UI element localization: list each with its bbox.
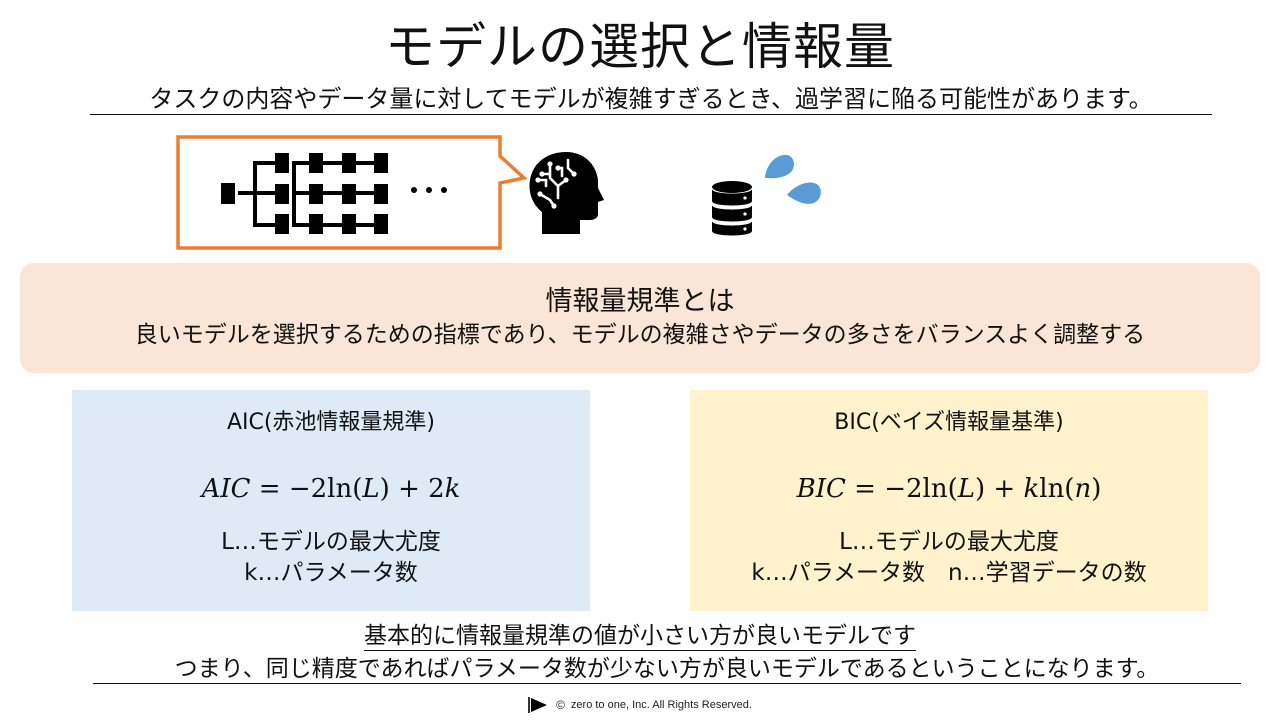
aic-formula-k: k bbox=[444, 474, 461, 504]
footer: © zero to one, Inc. All Rights Reserved. bbox=[0, 695, 1280, 715]
bic-formula-lhs: BIC bbox=[796, 474, 846, 504]
bic-formula-end: ) bbox=[1091, 474, 1102, 504]
criterion-definition-box: 情報量規準とは 良いモデルを選択するための指標であり、モデルの複雑さやデータの多… bbox=[20, 263, 1260, 373]
aic-box: AIC(赤池情報量規準) AIC = −2ln(L) + 2k L…モデルの最大… bbox=[72, 390, 590, 611]
slide-subtitle: タスクの内容やデータ量に対してモデルが複雑すぎるとき、過学習に陥る可能性がありま… bbox=[90, 84, 1212, 115]
bic-variable-L: L…モデルの最大尤度 bbox=[839, 529, 1059, 555]
bic-box: BIC(ベイズ情報量基準) BIC = −2ln(L) + kln(n) L…モ… bbox=[690, 390, 1208, 611]
aic-formula: AIC = −2ln(L) + 2k bbox=[72, 472, 590, 506]
aic-formula-mid: ) + 2 bbox=[379, 474, 445, 504]
bic-formula-L: L bbox=[957, 474, 976, 504]
company-logo-icon bbox=[528, 697, 548, 713]
speech-bubble bbox=[176, 135, 528, 250]
bic-variable-k-n: k…パラメータ数 n…学習データの数 bbox=[751, 560, 1147, 586]
neural-network-icon bbox=[221, 153, 388, 234]
bic-formula-k: k bbox=[1023, 474, 1040, 504]
database-icon bbox=[712, 181, 752, 236]
copyright-text: zero to one, Inc. All Rights Reserved. bbox=[570, 699, 752, 711]
bic-formula-ln: ln( bbox=[1039, 474, 1075, 504]
ai-head-icon bbox=[529, 152, 604, 234]
ellipsis-icon bbox=[411, 187, 447, 193]
criterion-description: 良いモデルを選択するための指標であり、モデルの複雑さやデータの多さをバランスよく… bbox=[134, 322, 1146, 348]
conclusion-line-1-wrap: 基本的に情報量規準の値が小さい方が良いモデルです bbox=[0, 622, 1280, 651]
aic-formula-lhs: AIC bbox=[201, 474, 251, 504]
aic-name: AIC(赤池情報量規準) bbox=[226, 410, 436, 435]
bic-formula-n: n bbox=[1074, 474, 1092, 504]
slide-title: モデルの選択と情報量 bbox=[385, 18, 895, 76]
bic-formula-eq: = −2ln( bbox=[845, 474, 958, 504]
criterion-title: 情報量規準とは bbox=[545, 286, 735, 317]
sweat-drops-icon bbox=[765, 154, 821, 204]
aic-formula-L: L bbox=[362, 474, 380, 504]
conclusion-line-1: 基本的に情報量規準の値が小さい方が良いモデルです bbox=[364, 623, 916, 651]
aic-variable-k: k…パラメータ数 bbox=[244, 560, 418, 586]
aic-variable-L: L…モデルの最大尤度 bbox=[221, 529, 441, 555]
bic-formula: BIC = −2ln(L) + kln(n) bbox=[690, 472, 1208, 506]
bic-formula-mid: ) + bbox=[975, 474, 1024, 504]
conclusion-line-2: つまり、同じ精度であればパラメータ数が少ない方が良いモデルであるということになり… bbox=[93, 655, 1241, 684]
bic-name: BIC(ベイズ情報量基準) bbox=[834, 410, 1064, 435]
aic-formula-eq: = −2ln( bbox=[250, 474, 363, 504]
copyright-symbol: © bbox=[556, 698, 565, 712]
